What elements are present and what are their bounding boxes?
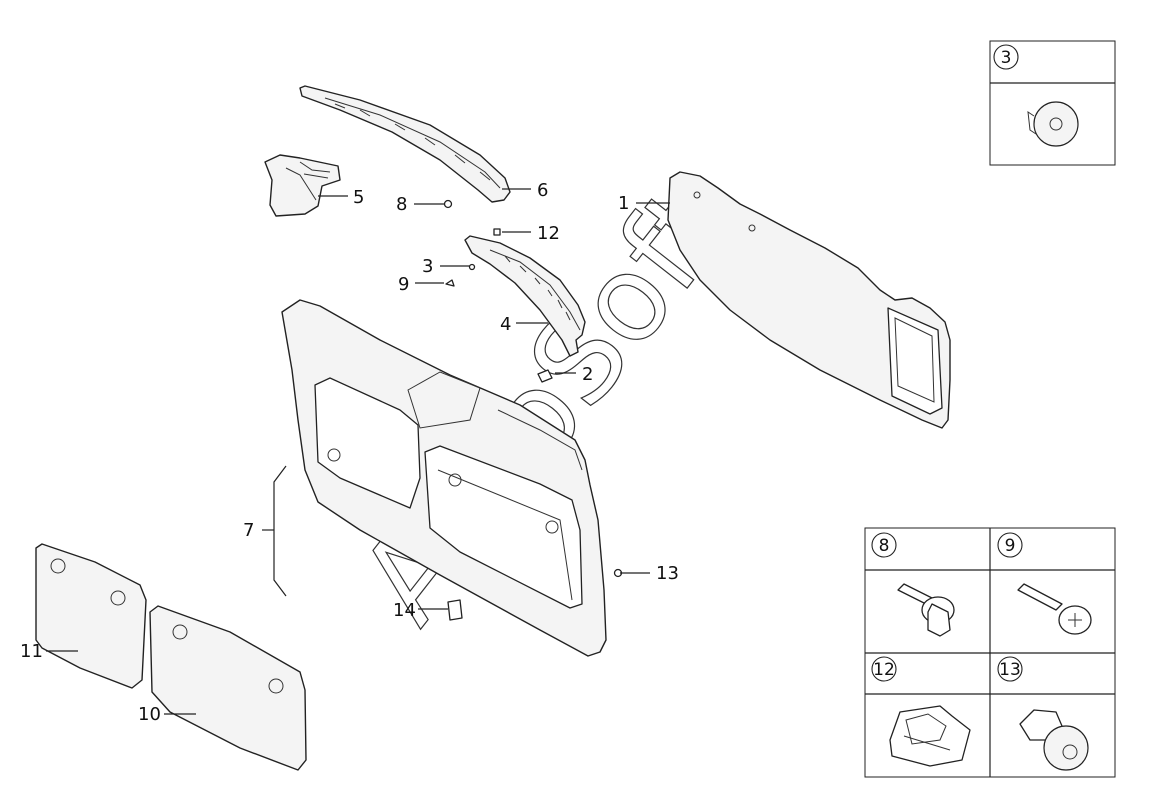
detail-8-bolt-drawing: [897, 583, 955, 637]
detail-3-clip-drawing: [1027, 101, 1079, 147]
detail-box-3: 3: [989, 40, 1116, 166]
detail-label-8: 8: [879, 536, 890, 556]
callout-6: 6: [537, 180, 548, 201]
callout-12: 12: [537, 223, 560, 244]
callout-10: 10: [138, 704, 161, 725]
small-part-8-bolt: [443, 199, 453, 209]
callout-5: 5: [353, 187, 364, 208]
callout-9: 9: [398, 274, 409, 295]
detail-label-13: 13: [999, 660, 1021, 680]
callout-8: 8: [396, 194, 407, 215]
detail-12-clip-drawing: [889, 705, 971, 767]
callout-4: 4: [500, 314, 511, 335]
callout-7: 7: [243, 520, 254, 541]
detail-9-screw-drawing: [1017, 583, 1092, 635]
callout-2: 2: [582, 364, 593, 385]
small-part-12-clip: [493, 228, 501, 236]
detail-label-12: 12: [873, 660, 895, 680]
leader-lines: [46, 188, 670, 715]
callout-3: 3: [422, 256, 433, 277]
callout-1: 1: [618, 193, 629, 214]
small-part-9-screw: [445, 279, 455, 287]
detail-grid: 8 9 12 13: [864, 527, 1116, 778]
part-5-corner-trim: [264, 154, 341, 217]
detail-label-3: 3: [1001, 48, 1012, 68]
detail-13-clip-drawing: [1019, 709, 1089, 771]
small-part-14-tab: [447, 599, 463, 621]
small-part-2: [537, 369, 553, 383]
detail-label-9: 9: [1005, 536, 1016, 556]
part-11-access-cover: [35, 543, 147, 689]
callout-14: 14: [393, 600, 416, 621]
part-1-side-panel: [667, 171, 951, 429]
callout-13: 13: [656, 563, 679, 584]
callout-11: 11: [20, 641, 43, 662]
small-part-3-clip: [468, 263, 476, 271]
part-10-access-cover: [149, 605, 307, 771]
part-4-pillar-trim: [464, 235, 586, 357]
part-6-header-trim: [299, 85, 511, 203]
part-7-tailgate-trim-panel: [281, 299, 607, 657]
